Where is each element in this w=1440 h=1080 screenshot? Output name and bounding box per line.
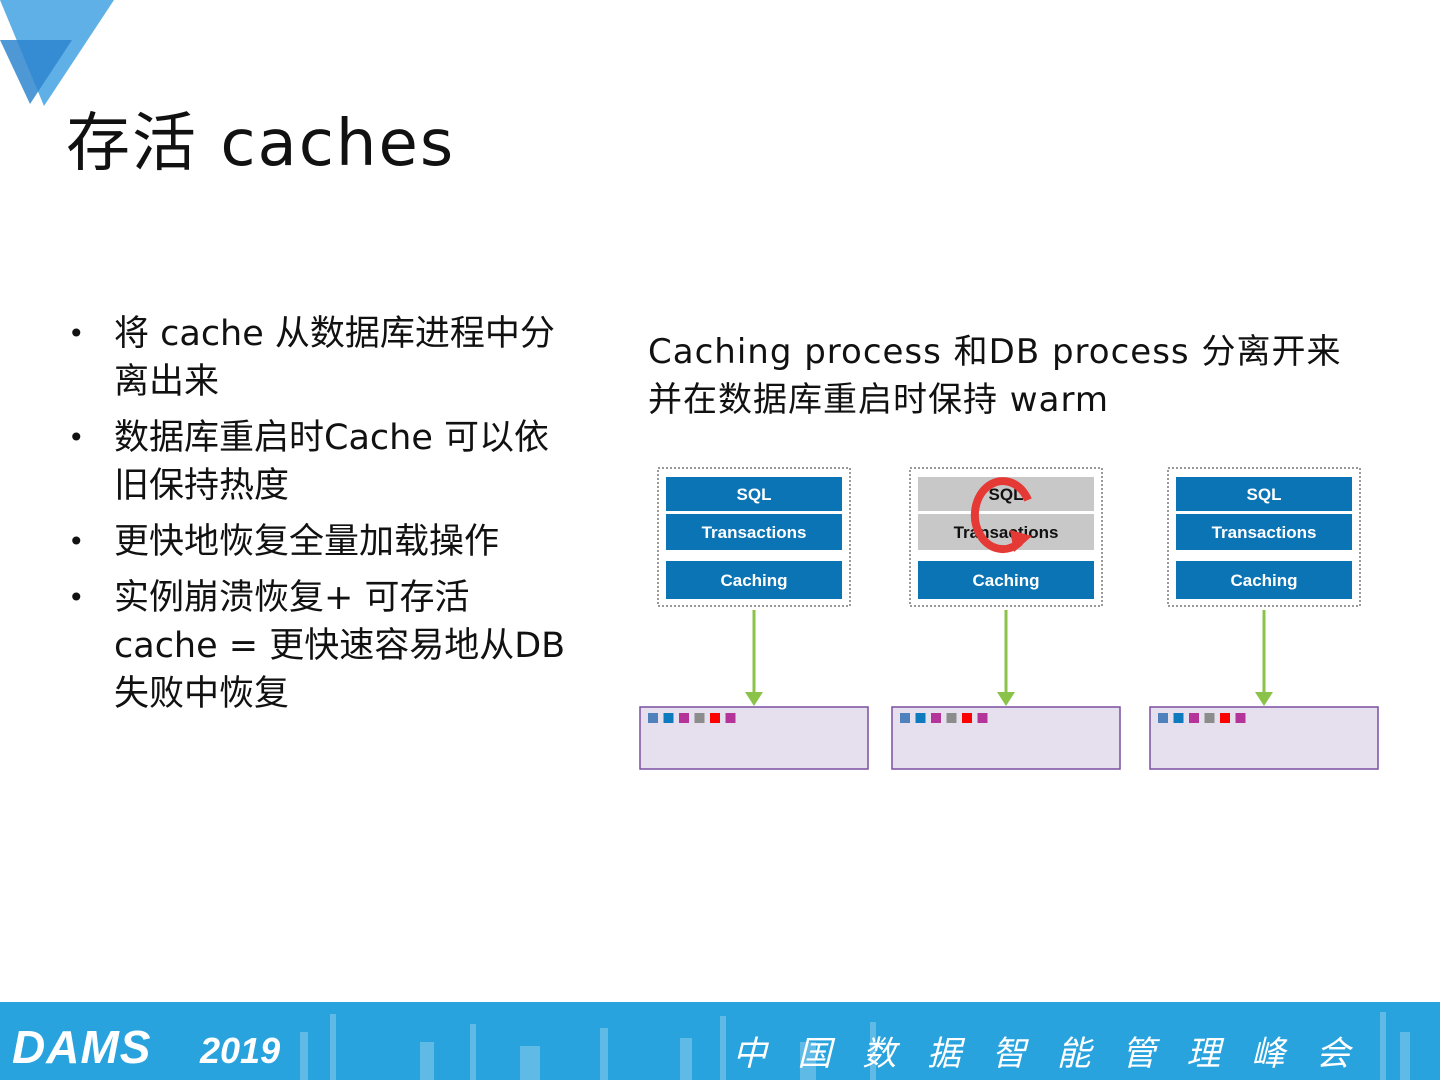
sql-layer-label: SQL	[1247, 485, 1282, 504]
cache-entry	[679, 713, 689, 723]
bullet-item: 更快地恢复全量加载操作	[68, 518, 568, 566]
cache-entry	[962, 713, 972, 723]
cache-entry	[946, 713, 957, 723]
event-name: 中 国 数 据 智 能 管 理 峰 会	[732, 1034, 1360, 1074]
transactions-layer-label: Transactions	[1212, 523, 1317, 542]
cache-entry	[694, 713, 705, 723]
restart-arrow-icon	[970, 477, 1032, 554]
arrow-head-icon	[1255, 692, 1273, 706]
sql-layer-label: SQL	[989, 485, 1024, 504]
sql-layer-label: SQL	[737, 485, 772, 504]
cache-entry	[977, 713, 988, 723]
cache-store	[1149, 706, 1379, 770]
caching-layer-label: Caching	[1230, 571, 1297, 590]
bullet-item: 将 cache 从数据库进程中分离出来	[68, 310, 568, 406]
cache-entry	[663, 713, 674, 723]
cache-entry	[931, 713, 941, 723]
footer-year: 2019	[200, 1030, 281, 1071]
cache-entry	[915, 713, 926, 723]
corner-triangle-logo	[0, 0, 114, 106]
transactions-layer	[918, 514, 1094, 550]
cache-entry	[1189, 713, 1199, 723]
footer-banner: DAMS 2019 中 国 数 据 智 能 管 理 峰 会	[0, 1002, 1440, 1080]
transactions-layer-label: Transactions	[954, 523, 1059, 542]
caching-layer	[666, 561, 842, 599]
caching-layer-label: Caching	[720, 571, 787, 590]
dams-logo: DAMS	[12, 1021, 152, 1073]
cache-entry	[648, 713, 658, 723]
skyline-decoration	[300, 1012, 1410, 1080]
bullet-item: 数据库重启时Cache 可以依旧保持热度	[68, 414, 568, 510]
bullet-list: 将 cache 从数据库进程中分离出来 数据库重启时Cache 可以依旧保持热度…	[68, 310, 568, 726]
slide-title: 存活 caches	[66, 107, 456, 181]
cache-entry	[710, 713, 720, 723]
process-boundary	[909, 467, 1103, 607]
cache-store	[639, 706, 869, 770]
cache-entry	[1204, 713, 1215, 723]
transactions-layer	[666, 514, 842, 550]
process-boundary	[1167, 467, 1361, 607]
caching-layer	[918, 561, 1094, 599]
transactions-layer-label: Transactions	[702, 523, 807, 542]
cache-entry	[1173, 713, 1184, 723]
cache-entry	[1220, 713, 1230, 723]
process-boundary	[657, 467, 851, 607]
sql-layer	[1176, 477, 1352, 511]
sql-layer	[666, 477, 842, 511]
caching-layer	[1176, 561, 1352, 599]
arrow-head-icon	[997, 692, 1015, 706]
cache-entry	[1158, 713, 1168, 723]
restart-arrow-head-icon	[1010, 530, 1032, 552]
cache-entry	[725, 713, 736, 723]
cache-store	[891, 706, 1121, 770]
caching-layer-label: Caching	[972, 571, 1039, 590]
transactions-layer	[1176, 514, 1352, 550]
cache-entry	[1235, 713, 1246, 723]
arrow-head-icon	[745, 692, 763, 706]
diagram-caption: Caching process 和DB process 分离开来并在数据库重启时…	[648, 332, 1342, 420]
cache-entry	[900, 713, 910, 723]
bullet-item: 实例崩溃恢复+ 可存活 cache = 更快速容易地从DB失败中恢复	[68, 574, 568, 718]
